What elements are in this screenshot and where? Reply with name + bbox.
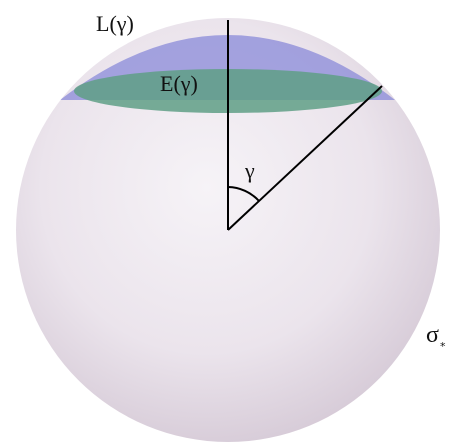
lens-label: L(γ) [96, 11, 134, 36]
angle-arc [227, 186, 260, 202]
cap-label: E(γ) [160, 71, 198, 96]
angle-label: γ [244, 158, 255, 183]
sphere-label: σ [426, 322, 439, 348]
sphere-label-subscript: * [440, 340, 446, 353]
radius-line [227, 85, 383, 231]
